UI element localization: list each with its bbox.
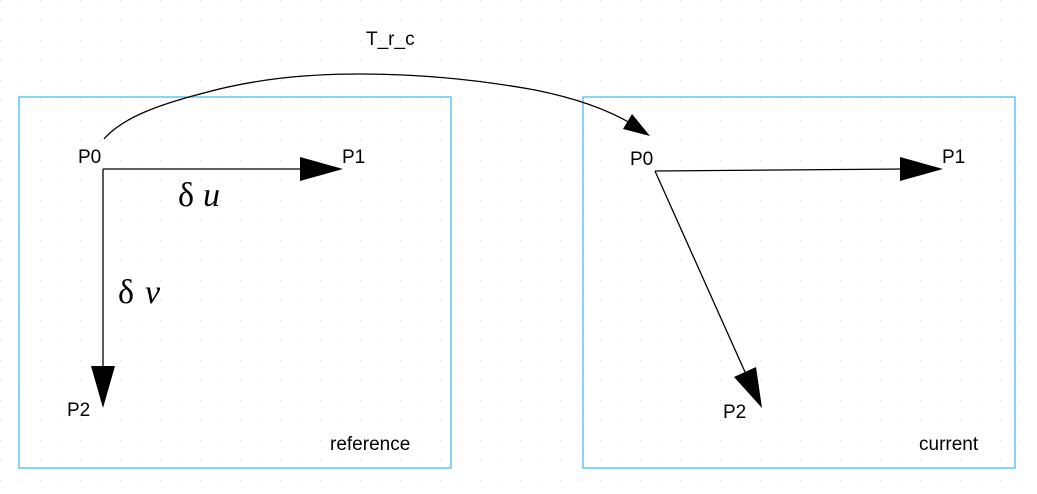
- current-frame: P0 P1 P2 current: [582, 96, 1016, 469]
- transform-arc: T_r_c: [103, 29, 650, 140]
- transform-arc-curve: [103, 73, 633, 140]
- du-arrow-head: [300, 157, 343, 181]
- dv-variable: v: [145, 274, 161, 311]
- du-delta-symbol: δ: [178, 177, 194, 214]
- current-box: [582, 96, 1016, 469]
- current-p1-arrow-shaft: [654, 168, 904, 172]
- reference-p0-label: P0: [78, 147, 101, 168]
- reference-frame: P0 P1 P2 δ u δ v reference: [18, 96, 452, 469]
- dv-arrow-head: [91, 366, 115, 408]
- du-variable: u: [203, 177, 220, 214]
- reference-box: [18, 96, 452, 469]
- transform-label: T_r_c: [366, 29, 415, 50]
- current-p1-label: P1: [942, 147, 965, 168]
- current-p0-label: P0: [630, 149, 653, 170]
- reference-caption: reference: [330, 434, 410, 455]
- current-p2-arrow-shaft: [654, 170, 746, 373]
- dv-delta-symbol: δ: [118, 274, 134, 311]
- current-p1-arrow-head: [900, 157, 943, 181]
- current-caption: current: [919, 434, 979, 455]
- reference-p2-label: P2: [67, 400, 90, 421]
- transform-arc-head: [623, 114, 650, 136]
- current-p2-arrow-head: [734, 367, 762, 408]
- current-p2-label: P2: [723, 402, 746, 423]
- reference-p1-label: P1: [342, 147, 365, 168]
